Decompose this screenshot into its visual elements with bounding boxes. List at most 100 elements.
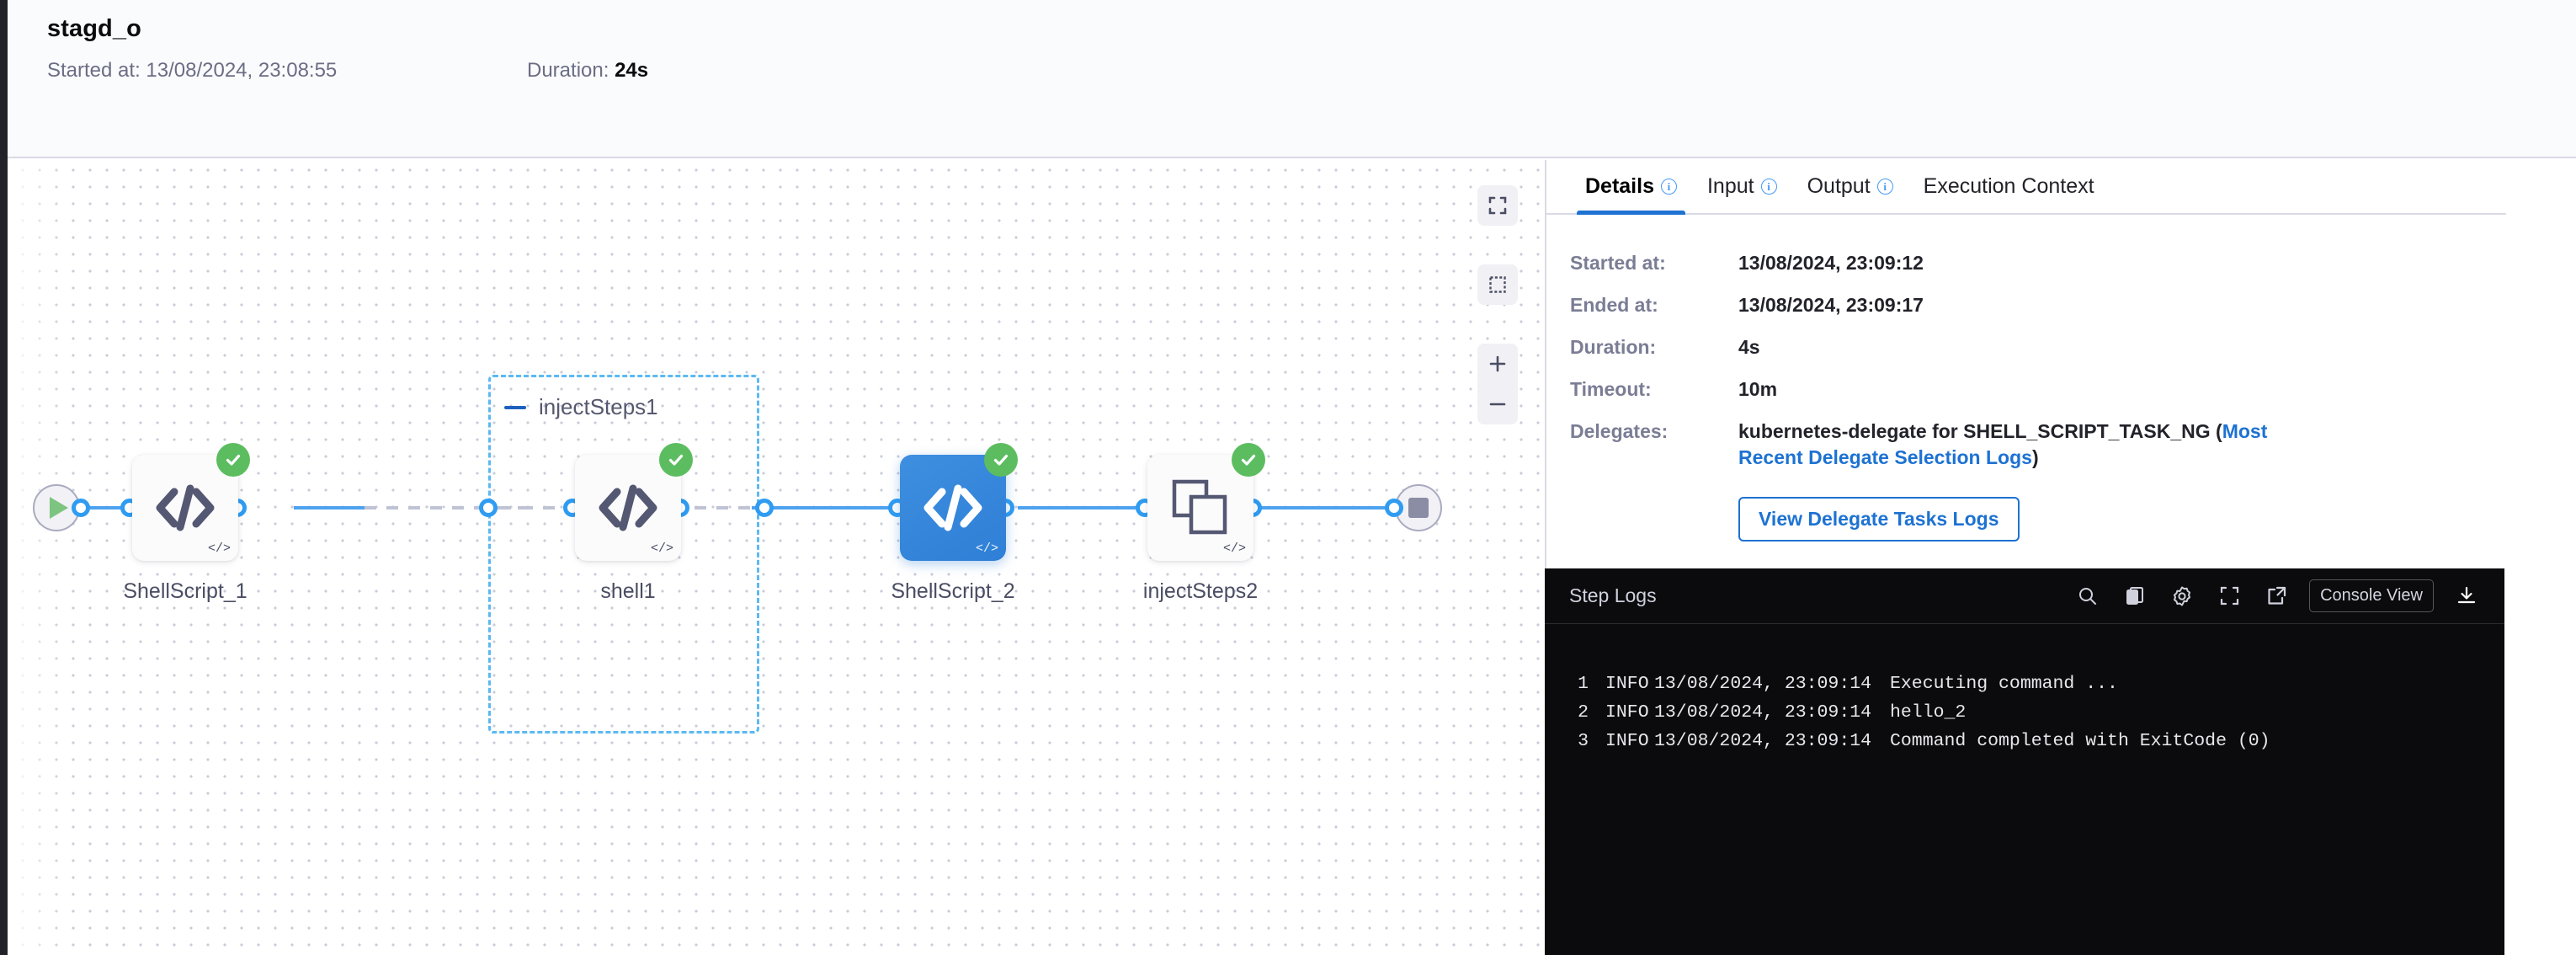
- step-logs-title: Step Logs: [1569, 584, 1657, 606]
- left-nav-rail: [0, 0, 8, 955]
- page-title: stagd_o: [47, 15, 141, 42]
- zoom-out-button[interactable]: [1477, 384, 1518, 424]
- started-at-label: Started at:: [47, 59, 141, 82]
- zoom-in-button[interactable]: [1477, 344, 1518, 384]
- edge-dashed-group-left: [499, 506, 583, 510]
- detail-row-timeout: Timeout: 10m: [1570, 376, 2506, 403]
- detail-row-started-at: Started at: 13/08/2024, 23:09:12: [1570, 250, 2506, 276]
- tab-input[interactable]: Input i: [1692, 160, 1792, 213]
- node-shellscript-1[interactable]: </>: [132, 443, 250, 561]
- node-injectsteps2[interactable]: </>: [1147, 443, 1265, 561]
- copy-icon[interactable]: [2121, 582, 2149, 611]
- log-timestamp: 13/08/2024, 23:09:14: [1654, 702, 1872, 723]
- status-success-icon: [1232, 443, 1265, 477]
- log-line: 2 INFO 13/08/2024, 23:09:14 hello_2: [1545, 698, 2504, 727]
- node-label-shellscript-2: ShellScript_2: [891, 579, 1015, 603]
- duration-summary: Duration: 24s: [527, 59, 648, 83]
- open-external-icon[interactable]: [2262, 582, 2291, 611]
- log-level: INFO: [1605, 674, 1649, 694]
- delegate-selection-logs-link[interactable]: Most Recent Delegate Selection Logs: [1738, 420, 2268, 469]
- step-group-title: injectSteps1: [539, 394, 658, 419]
- pipeline-canvas[interactable]: injectSteps1 <: [8, 160, 1543, 955]
- code-icon: [132, 455, 238, 561]
- timeout-label: Timeout:: [1570, 378, 1652, 401]
- canvas-left-fade: [8, 160, 67, 955]
- status-success-icon: [984, 443, 1018, 477]
- tab-details[interactable]: Details i: [1570, 160, 1692, 215]
- console-view-button[interactable]: Console View: [2309, 579, 2434, 612]
- code-icon: [900, 455, 1006, 561]
- edge-dashed-into-group: [365, 506, 521, 510]
- port-group-out[interactable]: [755, 499, 774, 517]
- log-line-number: 3: [1578, 731, 1589, 751]
- log-message: hello_2: [1890, 702, 1967, 723]
- node-type-badge: </>: [1222, 542, 1246, 556]
- fit-to-screen-control[interactable]: [1477, 185, 1518, 226]
- log-level: INFO: [1605, 731, 1649, 751]
- log-line-number: 1: [1578, 674, 1589, 694]
- started-at-label: Started at:: [1570, 252, 1666, 274]
- duration-value: 24s: [615, 59, 649, 82]
- search-icon[interactable]: [2073, 582, 2102, 611]
- info-icon[interactable]: i: [1660, 179, 1677, 195]
- node-shell1[interactable]: </>: [575, 443, 693, 561]
- duration-value: 4s: [1738, 336, 1760, 359]
- tab-execution-context[interactable]: Execution Context: [1908, 160, 2110, 213]
- step-logs-actions: Console View: [2073, 579, 2481, 612]
- step-group-icon: [1147, 455, 1253, 561]
- log-line-number: 2: [1578, 702, 1589, 723]
- edge-shellscript1-out: [294, 506, 370, 510]
- node-label-injectsteps2: injectSteps2: [1142, 579, 1259, 603]
- duration-label: Duration:: [527, 59, 609, 82]
- step-group-injectsteps1[interactable]: [488, 375, 759, 734]
- port-group-in[interactable]: [479, 499, 498, 517]
- ended-at-value: 13/08/2024, 23:09:17: [1738, 294, 1924, 317]
- log-message: Executing command ...: [1890, 674, 2118, 694]
- tab-input-label: Input: [1706, 174, 1754, 198]
- fit-to-screen-button[interactable]: [1477, 185, 1518, 226]
- selection-box-button[interactable]: [1477, 264, 1518, 305]
- details-content: Started at: 13/08/2024, 23:09:12 Ended a…: [1546, 215, 2506, 542]
- log-timestamp: 13/08/2024, 23:09:14: [1654, 674, 1872, 694]
- fullscreen-icon[interactable]: [2215, 582, 2243, 611]
- stop-icon: [1408, 498, 1429, 518]
- info-icon[interactable]: i: [1876, 179, 1893, 195]
- port-start-out[interactable]: [72, 499, 90, 517]
- view-delegate-tasks-logs-button[interactable]: View Delegate Tasks Logs: [1738, 497, 2020, 542]
- node-shellscript-2[interactable]: </>: [900, 443, 1018, 561]
- log-message: Command completed with ExitCode (0): [1890, 731, 2270, 751]
- log-line: 1 INFO 13/08/2024, 23:09:14 Executing co…: [1545, 670, 2504, 698]
- gear-icon[interactable]: [2168, 582, 2196, 611]
- detail-row-ended-at: Ended at: 13/08/2024, 23:09:17: [1570, 292, 2506, 318]
- step-logs-header: Step Logs: [1545, 568, 2504, 624]
- info-icon[interactable]: i: [1760, 179, 1777, 195]
- log-line: 3 INFO 13/08/2024, 23:09:14 Command comp…: [1545, 727, 2504, 755]
- selection-box-control[interactable]: [1477, 264, 1518, 305]
- duration-label: Duration:: [1570, 336, 1657, 359]
- tab-output[interactable]: Output i: [1792, 160, 1908, 213]
- zoom-controls[interactable]: [1477, 344, 1518, 424]
- detail-tabs: Details i Input i Output i Execution Con…: [1546, 160, 2506, 215]
- step-group-header[interactable]: injectSteps1: [504, 394, 658, 420]
- collapse-icon[interactable]: [504, 405, 526, 409]
- delegates-text-suffix: ): [2031, 446, 2039, 469]
- download-icon[interactable]: [2452, 582, 2481, 611]
- edge-injectsteps2-to-end: [1245, 506, 1397, 510]
- delegates-label: Delegates:: [1570, 420, 1669, 443]
- log-lines[interactable]: 1 INFO 13/08/2024, 23:09:14 Executing co…: [1545, 624, 2504, 755]
- status-success-icon: [659, 443, 693, 477]
- detail-row-delegates: Delegates: kubernetes-delegate for SHELL…: [1570, 419, 2506, 471]
- started-at-summary: Started at: 13/08/2024, 23:08:55: [47, 59, 337, 83]
- node-label-shellscript-1: ShellScript_1: [123, 579, 247, 603]
- detail-row-duration: Duration: 4s: [1570, 334, 2506, 360]
- port-end-in[interactable]: [1385, 499, 1403, 517]
- tab-execution-context-label: Execution Context: [1923, 174, 2094, 198]
- node-type-badge: </>: [207, 542, 231, 556]
- node-label-shell1: shell1: [600, 579, 656, 603]
- execution-header: stagd_o Started at: 13/08/2024, 23:08:55…: [8, 0, 2576, 158]
- started-at-value: 13/08/2024, 23:08:55: [146, 59, 338, 82]
- code-icon: [575, 455, 681, 561]
- started-at-value: 13/08/2024, 23:09:12: [1738, 252, 1924, 274]
- node-type-badge: </>: [650, 542, 673, 556]
